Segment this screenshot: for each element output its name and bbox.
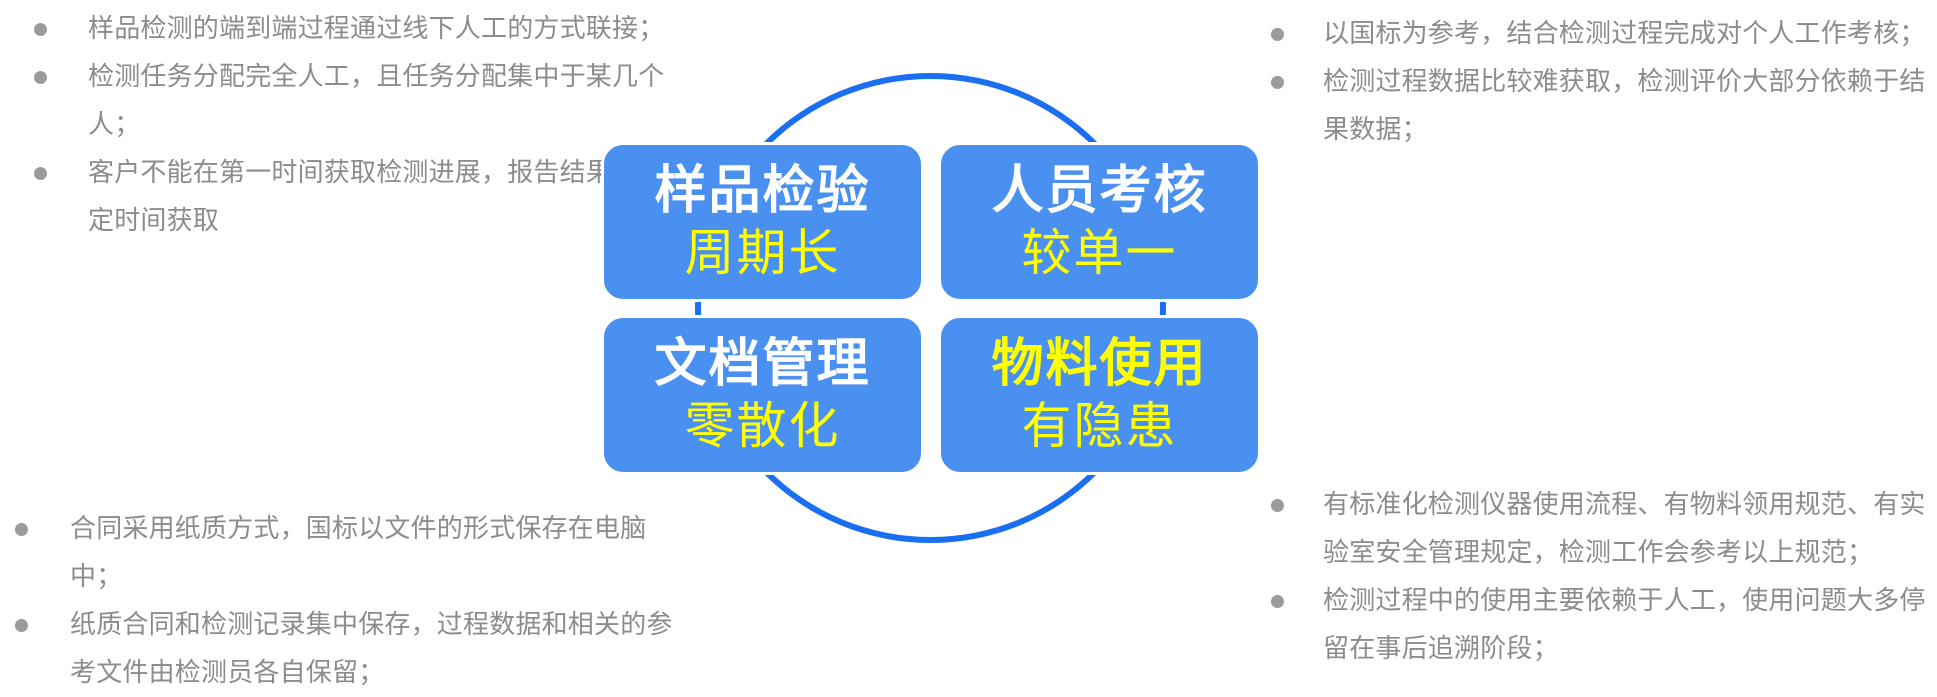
list-item: 样品检测的端到端过程通过线下人工的方式联接； bbox=[34, 5, 698, 53]
list-item: 纸质合同和检测记录集中保存，过程数据和相关的参考文件由检测员各自保留； bbox=[15, 601, 680, 697]
quadrant-title: 物料使用 bbox=[991, 334, 1208, 394]
note-text: 检测过程中的使用主要依赖于人工，使用问题大多停留在事后追溯阶段； bbox=[1323, 586, 1926, 664]
list-item: 检测过程中的使用主要依赖于人工，使用问题大多停留在事后追溯阶段； bbox=[1271, 577, 1933, 673]
list-item: 有标准化检测仪器使用流程、有物料领用规范、有实验室安全管理规定，检测工作会参考以… bbox=[1271, 481, 1933, 577]
note-text: 样品检测的端到端过程通过线下人工的方式联接； bbox=[88, 14, 665, 44]
quadrant-subtitle: 零散化 bbox=[684, 397, 841, 455]
note-text: 以国标为参考，结合检测过程完成对个人工作考核； bbox=[1323, 19, 1926, 49]
list-item: 检测过程数据比较难获取，检测评价大部分依赖于结果数据； bbox=[1271, 58, 1933, 154]
list-item: 客户不能在第一时间获取检测进展，报告结果按照约定时间获取 bbox=[34, 149, 698, 245]
notes-bottom-right: 有标准化检测仪器使用流程、有物料领用规范、有实验室安全管理规定，检测工作会参考以… bbox=[1271, 481, 1933, 673]
quadrant-subtitle: 有隐患 bbox=[1021, 397, 1178, 455]
bullet-icon bbox=[1271, 28, 1284, 41]
bullet-icon bbox=[1271, 499, 1284, 512]
quadrant-title: 文档管理 bbox=[654, 334, 871, 394]
bullet-icon bbox=[15, 523, 28, 536]
quadrant-title: 人员考核 bbox=[991, 161, 1208, 221]
notes-top-left: 样品检测的端到端过程通过线下人工的方式联接； 检测任务分配完全人工，且任务分配集… bbox=[34, 5, 698, 245]
notes-bottom-left: 合同采用纸质方式，国标以文件的形式保存在电脑中； 纸质合同和检测记录集中保存，过… bbox=[15, 505, 680, 697]
list-item: 合同采用纸质方式，国标以文件的形式保存在电脑中； bbox=[15, 505, 680, 601]
quadrant-document-management: 文档管理 零散化 bbox=[601, 315, 924, 475]
bullet-icon bbox=[34, 23, 47, 36]
quadrant-material-usage: 物料使用 有隐患 bbox=[938, 315, 1261, 475]
list-item: 以国标为参考，结合检测过程完成对个人工作考核； bbox=[1271, 10, 1933, 58]
quadrant-subtitle: 较单一 bbox=[1021, 224, 1178, 282]
note-text: 检测过程数据比较难获取，检测评价大部分依赖于结果数据； bbox=[1323, 67, 1926, 145]
note-text: 检测任务分配完全人工，且任务分配集中于某几个人； bbox=[88, 62, 665, 140]
note-text: 客户不能在第一时间获取检测进展，报告结果按照约定时间获取 bbox=[88, 158, 691, 236]
center-ring bbox=[695, 73, 1166, 543]
bullet-icon bbox=[34, 167, 47, 180]
quadrant-title: 样品检验 bbox=[654, 161, 871, 221]
bullet-icon bbox=[1271, 595, 1284, 608]
quadrant-subtitle: 周期长 bbox=[684, 224, 841, 282]
list-item: 检测任务分配完全人工，且任务分配集中于某几个人； bbox=[34, 53, 698, 149]
note-text: 有标准化检测仪器使用流程、有物料领用规范、有实验室安全管理规定，检测工作会参考以… bbox=[1323, 490, 1926, 568]
bullet-icon bbox=[34, 71, 47, 84]
note-text: 纸质合同和检测记录集中保存，过程数据和相关的参考文件由检测员各自保留； bbox=[70, 610, 673, 688]
bullet-icon bbox=[1271, 76, 1284, 89]
bullet-icon bbox=[15, 619, 28, 632]
note-text: 合同采用纸质方式，国标以文件的形式保存在电脑中； bbox=[70, 514, 647, 592]
notes-top-right: 以国标为参考，结合检测过程完成对个人工作考核； 检测过程数据比较难获取，检测评价… bbox=[1271, 10, 1933, 154]
quadrant-sample-inspection: 样品检验 周期长 bbox=[601, 142, 924, 302]
quadrant-staff-assessment: 人员考核 较单一 bbox=[938, 142, 1261, 302]
